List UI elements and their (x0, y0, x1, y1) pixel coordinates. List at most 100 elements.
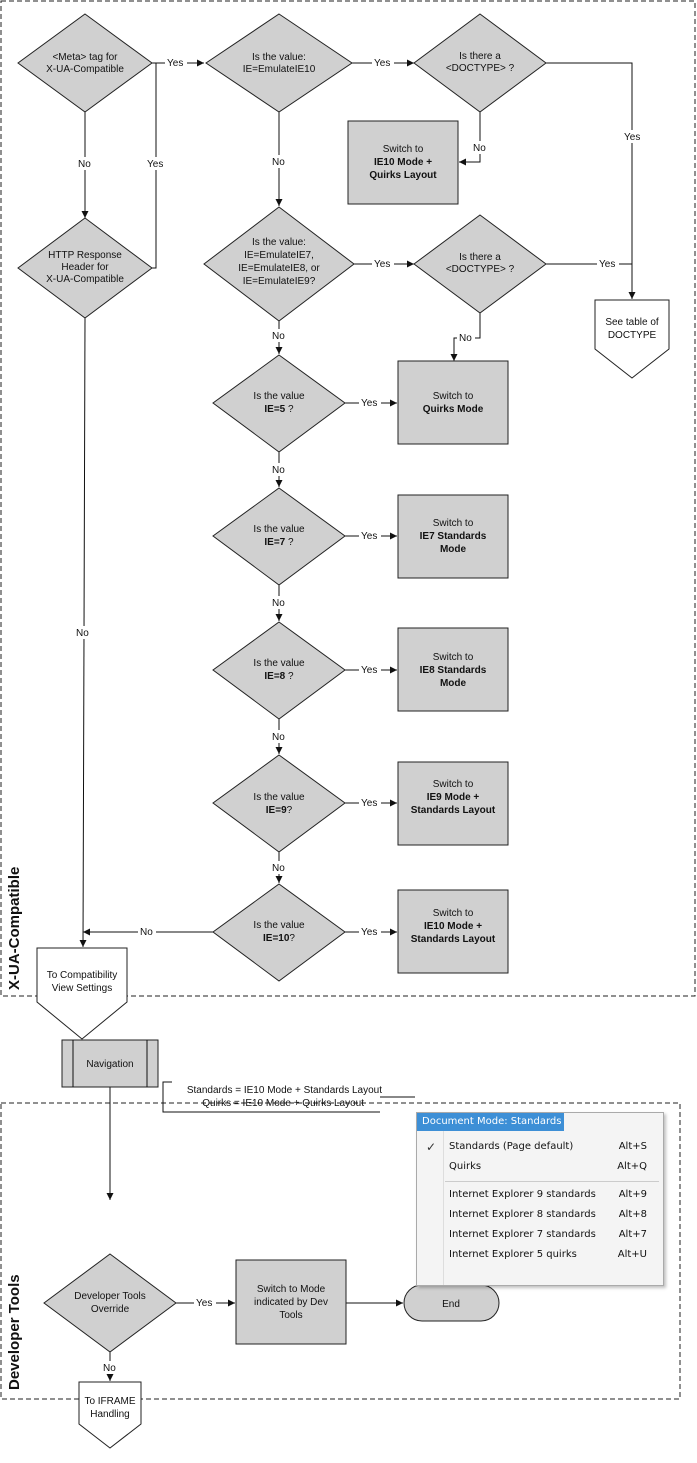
svg-text:Navigation: Navigation (86, 1059, 133, 1070)
edge-label-yes: Yes (196, 1298, 212, 1309)
ie9-decision: Is the value IE=9? (212, 754, 346, 853)
svg-text:X-UA-Compatible: X-UA-Compatible (46, 64, 124, 75)
svg-text:<DOCTYPE> ?: <DOCTYPE> ? (446, 63, 515, 74)
svg-text:Switch to: Switch to (383, 144, 424, 155)
edge-labels: Yes Yes No Yes No Yes No Yes Yes No No Y… (74, 56, 644, 1374)
legend-line-quirks: Quirks = IE10 Mode + Quirks Layout (202, 1098, 364, 1109)
menu-item-shortcut: Alt+Q (617, 1161, 647, 1172)
edge-label-no: No (140, 927, 153, 938)
menu-separator (445, 1181, 659, 1182)
edge-label-yes: Yes (599, 259, 615, 270)
svg-text:Switch to: Switch to (433, 779, 474, 790)
edge-label-yes: Yes (624, 132, 640, 143)
edge-label-no: No (272, 732, 285, 743)
svg-text:IE=EmulateIE10: IE=EmulateIE10 (243, 64, 316, 75)
menu-item-label: Internet Explorer 9 standards (449, 1189, 596, 1200)
svg-text:Quirks Mode: Quirks Mode (423, 404, 484, 415)
ie9-standards-box: Switch to IE9 Mode + Standards Layout (397, 761, 509, 846)
quirks-mode-box: Switch to Quirks Mode (397, 360, 509, 445)
edge-label-no: No (272, 331, 285, 342)
svg-text:<Meta> tag for: <Meta> tag for (52, 52, 118, 63)
devtools-section-frame (0, 1102, 681, 1400)
ie10-quirks-box: Switch to IE10 Mode + Quirks Layout (347, 120, 459, 205)
edge-label-yes: Yes (374, 58, 390, 69)
svg-text:Is the value:: Is the value: (252, 52, 306, 63)
svg-text:<DOCTYPE> ?: <DOCTYPE> ? (446, 264, 515, 275)
svg-text:Switch to: Switch to (433, 518, 474, 529)
svg-text:IE7 Standards: IE7 Standards (420, 531, 487, 542)
menu-item-shortcut: Alt+8 (618, 1209, 647, 1220)
svg-text:Is the value: Is the value (253, 920, 305, 931)
edge-label-no: No (272, 157, 285, 168)
edge-label-yes: Yes (167, 58, 183, 69)
edge-label-no: No (459, 333, 472, 344)
svg-text:IE8 Standards: IE8 Standards (420, 665, 487, 676)
mode-legend: Standards = IE10 Mode + Standards Layout… (187, 1085, 382, 1109)
svg-text:End: End (442, 1299, 460, 1310)
edge-label-yes: Yes (361, 798, 377, 809)
menu-item-label: Internet Explorer 7 standards (449, 1229, 596, 1240)
menu-item-shortcut: Alt+S (618, 1141, 647, 1152)
menu-item-ie8-standards[interactable]: Internet Explorer 8 standards Alt+8 (417, 1205, 663, 1225)
iframe-offpage: To IFRAME Handling (78, 1381, 142, 1449)
menu-item-quirks[interactable]: Quirks Alt+Q (417, 1157, 663, 1177)
edge-label-no: No (272, 598, 285, 609)
edge-label-no: No (76, 628, 89, 639)
ie10-standards-box: Switch to IE10 Mode + Standards Layout (397, 889, 509, 974)
ie10-decision: Is the value IE=10? (212, 883, 346, 982)
svg-text:Switch to: Switch to (433, 908, 474, 919)
menu-item-standards[interactable]: ✓ Standards (Page default) Alt+S (417, 1137, 663, 1157)
menu-item-label: Internet Explorer 8 standards (449, 1209, 596, 1220)
svg-text:HTTP Response: HTTP Response (48, 250, 122, 261)
end-terminator: End (403, 1284, 500, 1322)
doctype-decision-2: Is there a <DOCTYPE> ? (413, 214, 547, 314)
edge-label-yes: Yes (361, 665, 377, 676)
svg-text:X-UA-Compatible: X-UA-Compatible (46, 274, 124, 285)
menu-gutter (443, 1131, 444, 1285)
edge-label-no: No (272, 465, 285, 476)
doctype-decision-1: Is there a <DOCTYPE> ? (413, 13, 547, 113)
menu-item-shortcut: Alt+7 (618, 1229, 647, 1240)
svg-text:Is the value: Is the value (253, 524, 305, 535)
svg-text:Override: Override (91, 1304, 130, 1315)
svg-text:IE10 Mode +: IE10 Mode + (374, 157, 432, 168)
menu-item-shortcut: Alt+U (617, 1249, 647, 1260)
edge-label-no: No (103, 1363, 116, 1374)
menu-item-label: Standards (Page default) (449, 1141, 574, 1152)
svg-text:IE=EmulateIE9?: IE=EmulateIE9? (243, 276, 316, 287)
svg-text:Quirks Layout: Quirks Layout (369, 170, 437, 181)
svg-text:To IFRAME: To IFRAME (84, 1396, 135, 1407)
svg-text:IE9 Mode +: IE9 Mode + (427, 792, 480, 803)
ie7-standards-box: Switch to IE7 Standards Mode (397, 494, 509, 579)
svg-text:IE=10?: IE=10? (263, 933, 295, 944)
menu-item-ie5-quirks[interactable]: Internet Explorer 5 quirks Alt+U (417, 1245, 663, 1265)
ie8-decision: Is the value IE=8 ? (212, 621, 346, 720)
menu-item-shortcut: Alt+9 (618, 1189, 647, 1200)
edge-label-yes: Yes (361, 531, 377, 542)
svg-text:Tools: Tools (279, 1310, 302, 1321)
menu-item-label: Quirks (449, 1161, 482, 1172)
check-icon: ✓ (425, 1140, 437, 1154)
svg-text:To Compatibility: To Compatibility (47, 970, 118, 981)
ie5-decision: Is the value IE=5 ? (212, 354, 346, 453)
svg-text:Is the value: Is the value (253, 792, 305, 803)
navigation-process: Navigation (61, 1039, 159, 1088)
menu-item-ie9-standards[interactable]: Internet Explorer 9 standards Alt+9 (417, 1185, 663, 1205)
svg-text:IE=EmulateIE7,: IE=EmulateIE7, (244, 250, 314, 261)
svg-text:Mode: Mode (440, 544, 467, 555)
xua-section-frame (0, 0, 696, 997)
svg-text:Is the value: Is the value (253, 391, 305, 402)
xua-section-title: X-UA-Compatible (6, 867, 23, 990)
devtools-section-title: Developer Tools (6, 1274, 23, 1390)
emulate-ie789-decision: Is the value: IE=EmulateIE7, IE=EmulateI… (203, 206, 355, 322)
dev-tools-override-decision: Developer Tools Override (43, 1253, 177, 1353)
svg-text:View Settings: View Settings (52, 983, 112, 994)
ie7-decision: Is the value IE=7 ? (212, 487, 346, 586)
svg-text:Is there a: Is there a (459, 252, 501, 263)
ie8-standards-box: Switch to IE8 Standards Mode (397, 627, 509, 712)
svg-text:IE=9?: IE=9? (266, 805, 293, 816)
svg-text:IE=5 ?: IE=5 ? (264, 404, 294, 415)
menu-item-ie7-standards[interactable]: Internet Explorer 7 standards Alt+7 (417, 1225, 663, 1245)
edge-label-no: No (272, 863, 285, 874)
edge-label-no: No (78, 159, 91, 170)
